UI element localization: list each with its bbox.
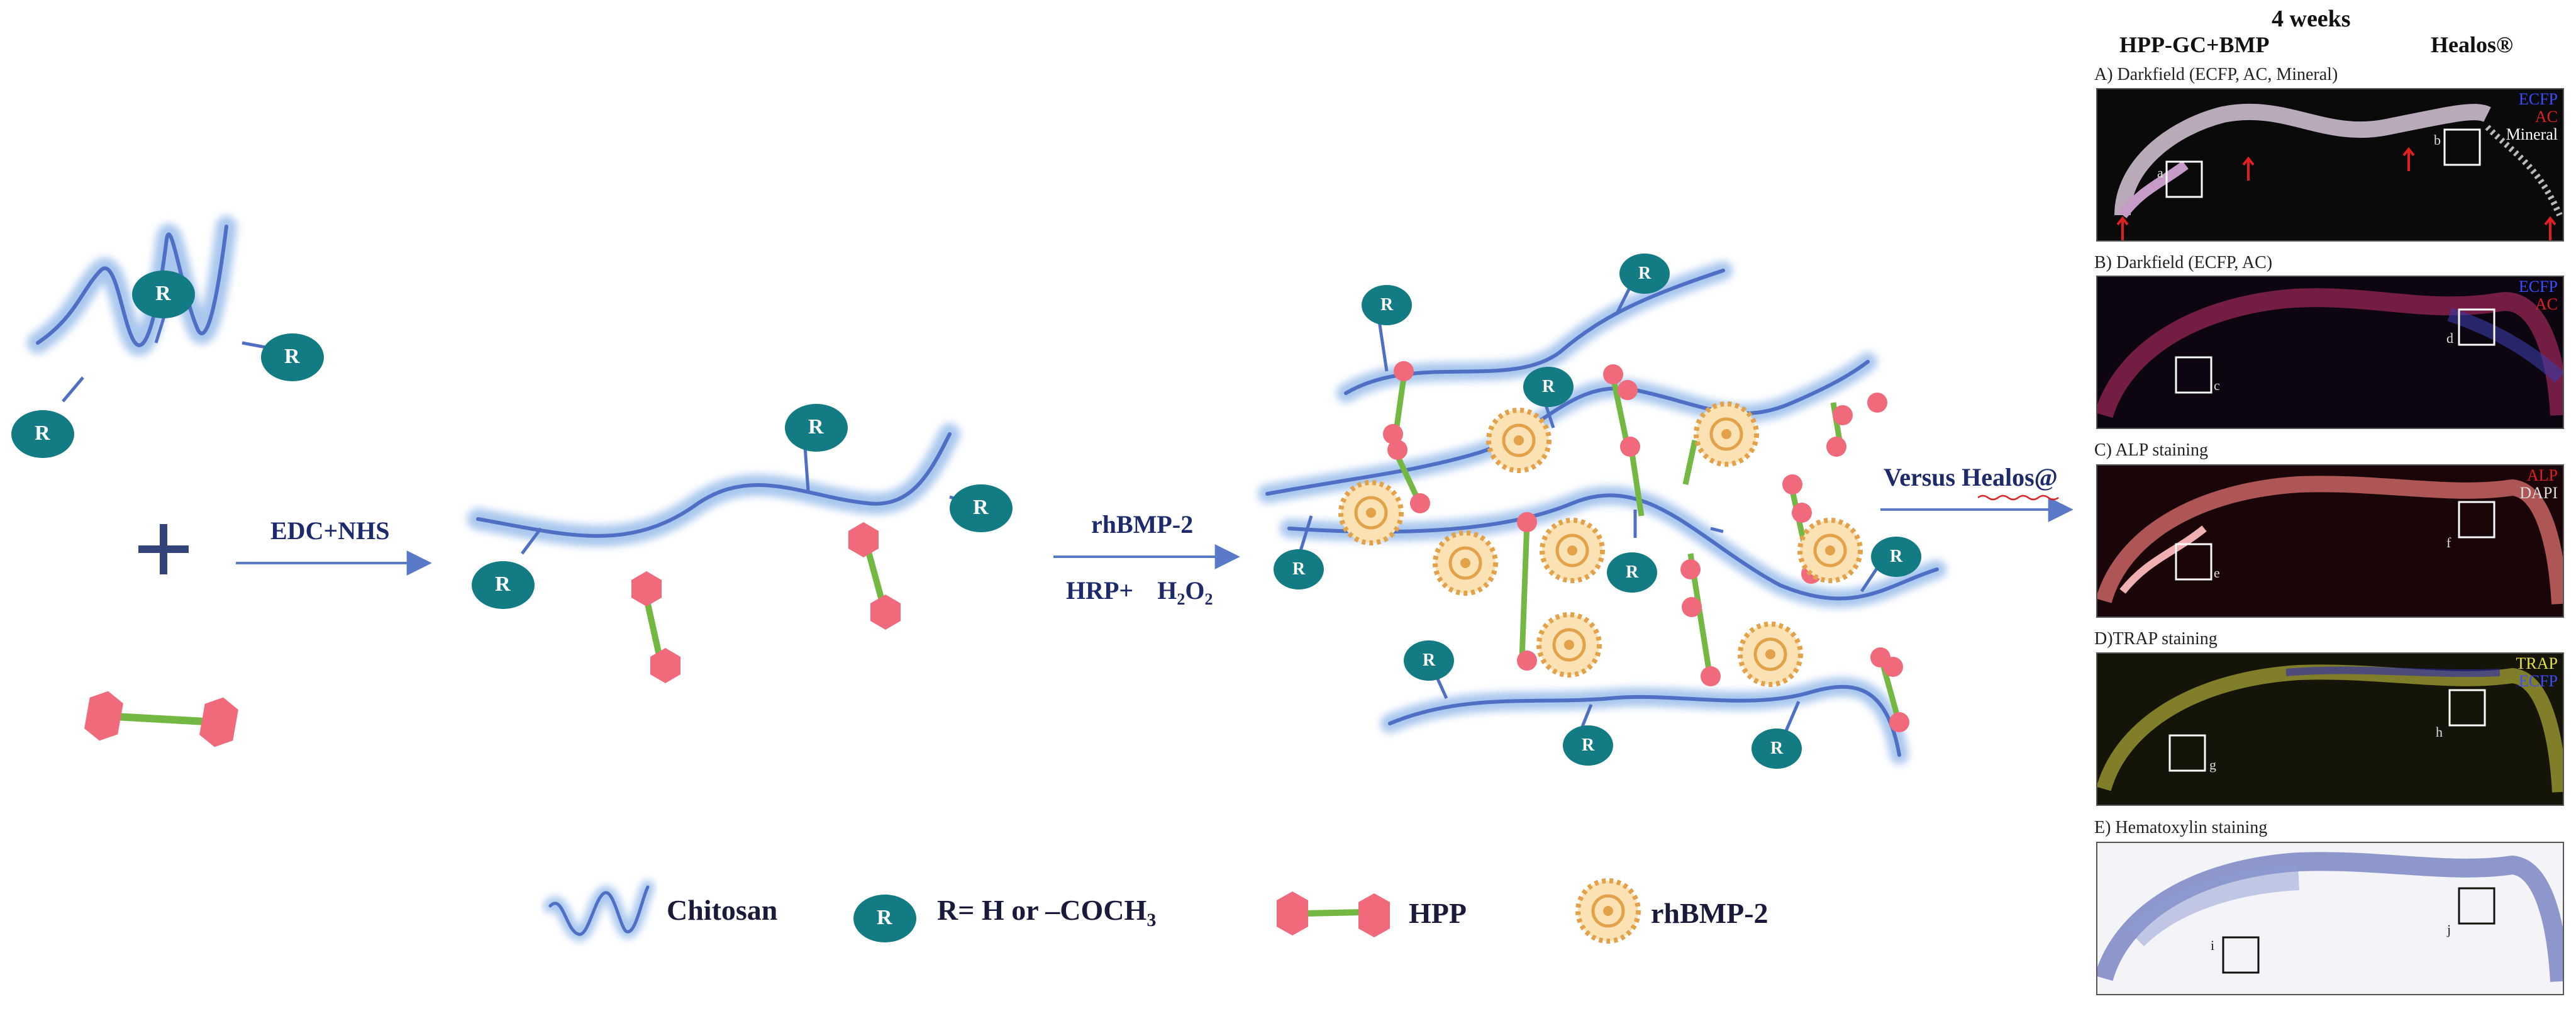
inset-a-label: a: [2157, 165, 2163, 181]
channel-ac: AC: [2534, 295, 2558, 313]
r-label: R: [808, 415, 824, 438]
panel-d-image: [2097, 664, 2563, 793]
h2o2-text: H2O2: [1157, 576, 1213, 608]
r-groups: [11, 254, 1921, 942]
panel-b-channels: ECFP AC: [2519, 278, 2558, 313]
channel-alp: ALP: [2526, 466, 2558, 484]
r-label: R: [1770, 739, 1784, 758]
step1-label: EDC+NHS: [270, 516, 390, 545]
inset-f-label: f: [2446, 535, 2451, 550]
bmp-particles: [1338, 401, 1863, 687]
channel-dapi: DAPI: [2519, 484, 2558, 502]
channel-mineral: Mineral: [2506, 125, 2558, 143]
time-label: 4 weeks: [2272, 6, 2351, 32]
panel-c-image: [2097, 476, 2563, 605]
panel-d: g h TRAP ECFP: [2096, 652, 2564, 806]
r-label: R: [1292, 559, 1306, 579]
legend-graphics: [543, 878, 1641, 944]
left-header: HPP-GC+BMP: [2119, 32, 2270, 57]
channel-ac: AC: [2534, 108, 2558, 126]
r-label: R: [1423, 650, 1436, 670]
channel-ecfp: ECFP: [2518, 672, 2558, 690]
panel-e-image: [2097, 852, 2563, 982]
panel-b-title: B) Darkfield (ECFP, AC): [2094, 253, 2273, 272]
r-label: R: [1890, 547, 1903, 566]
legend-chitosan: Chitosan: [667, 894, 778, 926]
hpp-free: [84, 691, 238, 747]
panel-c-channels: ALP DAPI: [2519, 467, 2558, 502]
legend-r-group: R= H or –COCH3: [937, 894, 1157, 931]
r-label: R: [495, 572, 511, 596]
panel-a-channels: ECFP AC Mineral: [2506, 91, 2558, 143]
inset-h-label: h: [2436, 724, 2443, 740]
step2-bottom-label: HRP+ H2O2: [1066, 576, 1213, 609]
panel-a-title: A) Darkfield (ECFP, AC, Mineral): [2094, 65, 2338, 84]
inset-e-label: e: [2214, 565, 2220, 581]
channel-ecfp: ECFP: [2518, 90, 2558, 108]
panel-d-title: D)TRAP staining: [2094, 629, 2218, 649]
r-label: R: [35, 421, 50, 445]
inset-d-label: d: [2446, 330, 2453, 346]
underline-squiggle: [1978, 494, 2059, 501]
panel-b-image: [2097, 288, 2563, 418]
r-label: R: [1380, 295, 1394, 315]
channel-trap: TRAP: [2516, 654, 2558, 673]
r-label: R: [284, 345, 300, 368]
legend-hpp: HPP: [1409, 897, 1467, 929]
panel-e-title: E) Hematoxylin staining: [2094, 818, 2268, 837]
inset-i-label: i: [2211, 937, 2215, 953]
inset-b-label: b: [2434, 132, 2441, 148]
step2-top-label: rhBMP-2: [1091, 510, 1194, 539]
hydrogel-network: [1258, 261, 1946, 764]
r-label: R: [1638, 264, 1652, 283]
panel-a: a b ECFP AC Mineral: [2096, 88, 2564, 242]
grafted-chitosan: [467, 423, 988, 683]
hrp-text: HRP+: [1066, 576, 1134, 605]
plus-sign: [138, 524, 189, 574]
panel-c-title: C) ALP staining: [2094, 440, 2208, 460]
r-label: R: [155, 282, 171, 305]
r-label: R: [1542, 377, 1555, 396]
inset-j-label: j: [2447, 922, 2451, 937]
r-label: R: [973, 496, 989, 519]
panel-a-image: [2114, 104, 2563, 240]
panel-c: e f ALP DAPI: [2096, 464, 2564, 618]
inset-c-label: c: [2214, 377, 2220, 393]
step3-label: Versus Healos@: [1884, 463, 2058, 491]
legend-rhbmp: rhBMP-2: [1651, 897, 1768, 929]
panel-e: i j: [2096, 842, 2564, 995]
r-label: R: [877, 906, 892, 929]
r-label: R: [1626, 562, 1639, 582]
panel-d-channels: TRAP ECFP: [2516, 655, 2558, 690]
r-label: R: [1582, 735, 1595, 755]
right-header: Healos®: [2431, 32, 2513, 57]
panel-b: c d ECFP AC: [2096, 276, 2564, 429]
inset-g-label: g: [2209, 757, 2216, 773]
channel-ecfp: ECFP: [2518, 277, 2558, 296]
